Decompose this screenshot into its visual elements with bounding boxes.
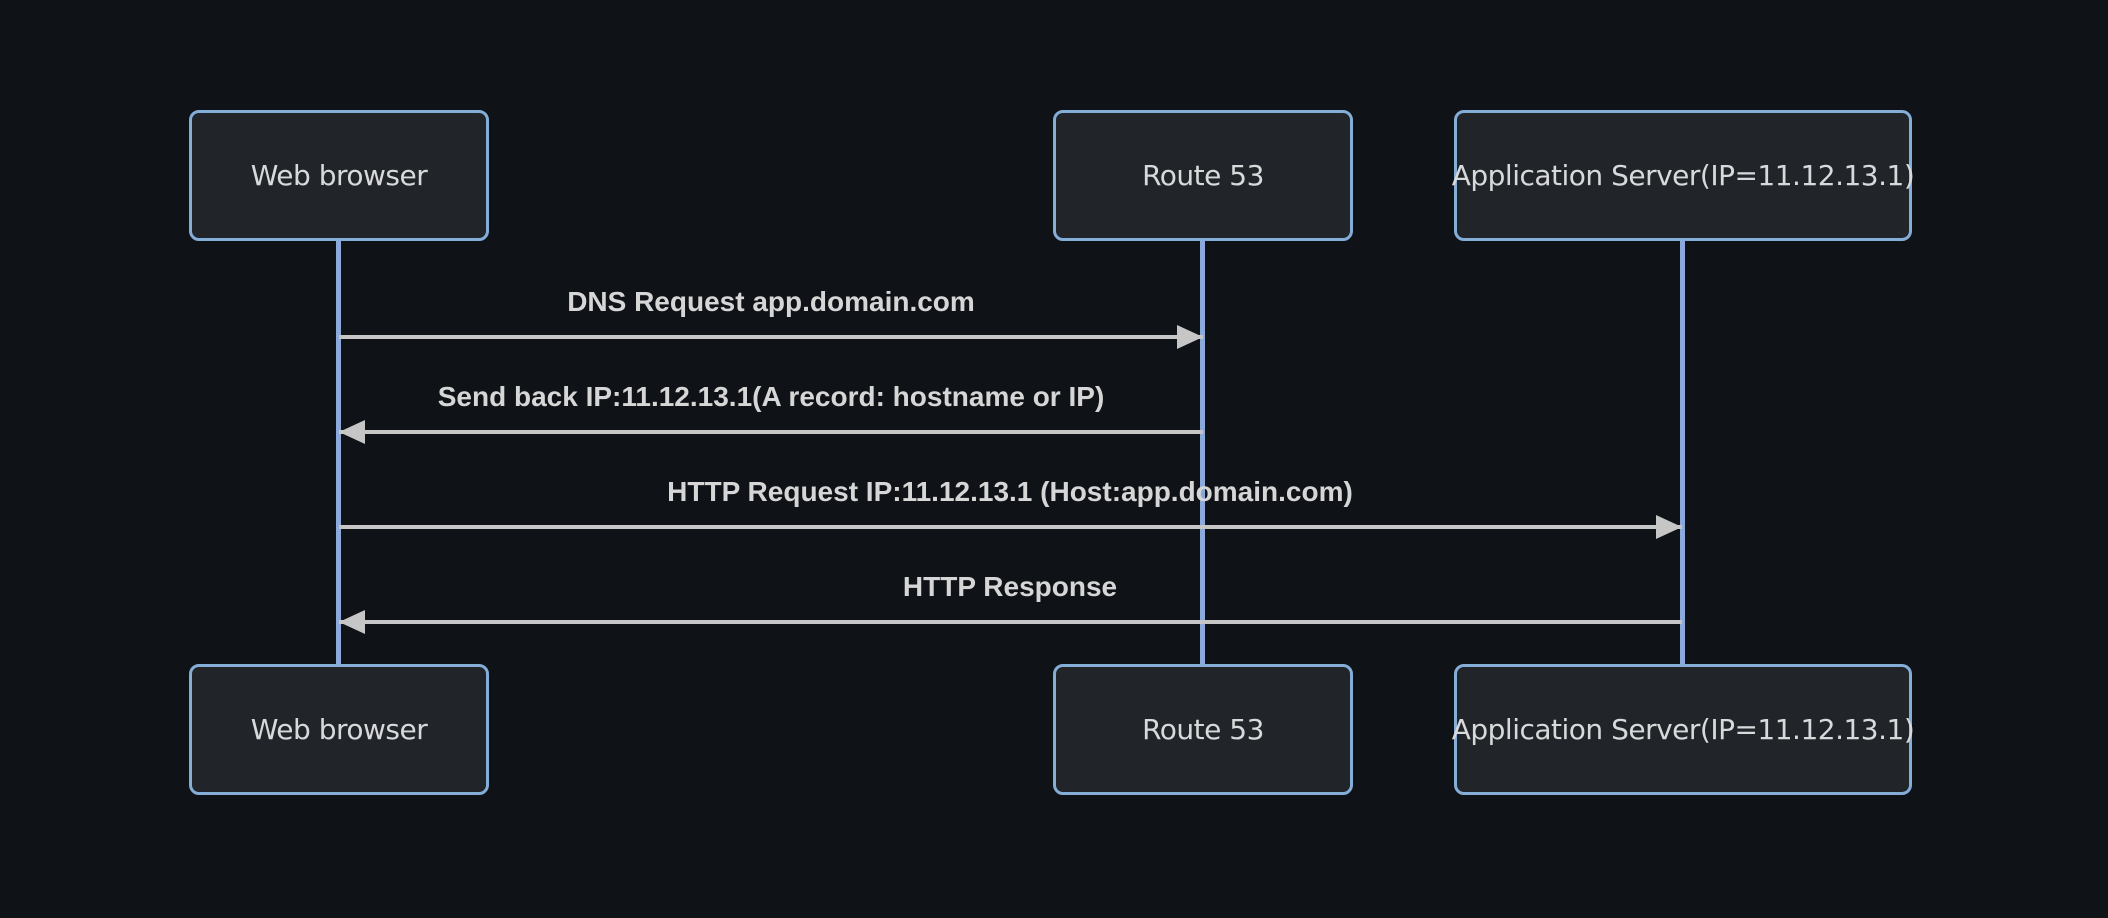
actor-app-server-top: Application Server(IP=11.12.13.1)	[1451, 110, 1915, 241]
message-line	[339, 430, 1203, 434]
message-label: HTTP Request IP:11.12.13.1 (Host:app.dom…	[667, 476, 1353, 507]
actor-label: Route 53	[1142, 159, 1264, 192]
actor-route-53-bottom: Route 53	[1053, 664, 1353, 795]
actor-label: Route 53	[1142, 713, 1264, 746]
actor-app-server-bottom: Application Server(IP=11.12.13.1)	[1451, 664, 1915, 795]
arrowhead-right-icon	[1177, 325, 1203, 349]
lifeline-web-browser	[336, 241, 341, 665]
message-line	[339, 525, 1682, 529]
lifeline-route-53	[1200, 241, 1205, 665]
arrowhead-right-icon	[1656, 515, 1682, 539]
actor-label: Web browser	[250, 713, 428, 746]
arrowhead-left-icon	[339, 420, 365, 444]
message-line	[339, 335, 1203, 339]
actor-label: Application Server(IP=11.12.13.1)	[1451, 159, 1915, 192]
message-label: DNS Request app.domain.com	[567, 286, 975, 317]
actor-web-browser-bottom: Web browser	[189, 664, 489, 795]
actor-label: Web browser	[250, 159, 428, 192]
message-label: HTTP Response	[902, 571, 1118, 602]
lifeline-app-server	[1680, 241, 1685, 665]
message-line	[339, 620, 1682, 624]
message-label: Send back IP:11.12.13.1(A record: hostna…	[437, 381, 1105, 412]
arrowhead-left-icon	[339, 610, 365, 634]
actor-web-browser-top: Web browser	[189, 110, 489, 241]
actor-label: Application Server(IP=11.12.13.1)	[1451, 713, 1915, 746]
actor-route-53-top: Route 53	[1053, 110, 1353, 241]
